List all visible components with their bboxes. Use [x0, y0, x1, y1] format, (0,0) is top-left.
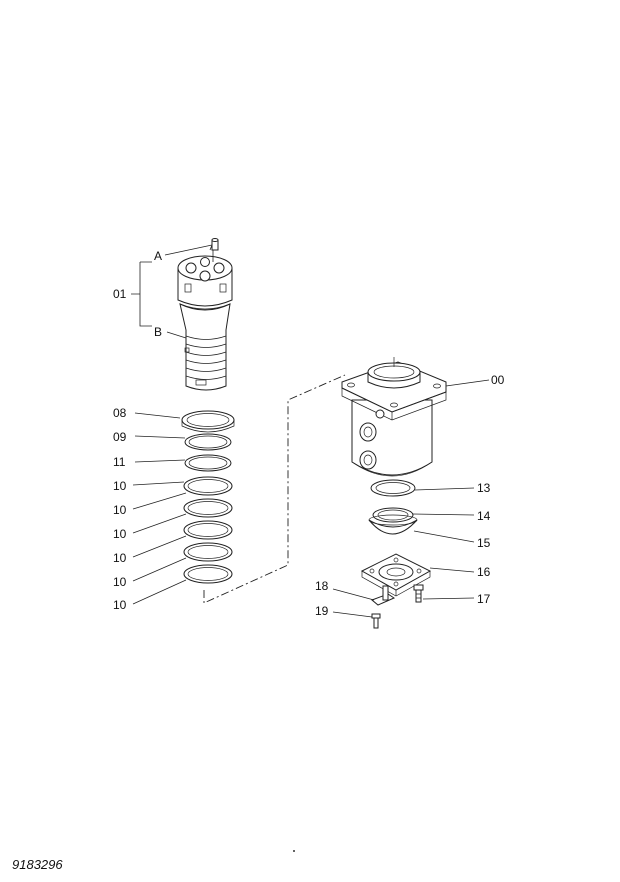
callout-A: A: [154, 249, 162, 263]
plate-18: [371, 585, 396, 606]
screw-19: [371, 613, 381, 629]
callout-19: 19: [315, 604, 329, 618]
callout-08: 08: [113, 406, 127, 420]
callout-00: 00: [491, 373, 505, 387]
callout-17: 17: [477, 592, 491, 606]
swivel-body: [341, 357, 447, 477]
leader-lines: [131, 244, 490, 618]
drawing-number: 9183296: [12, 857, 63, 872]
callout-10-2: 10: [113, 503, 127, 517]
callout-10-3: 10: [113, 527, 127, 541]
callout-09: 09: [113, 430, 127, 444]
callout-labels: A 01 B 08 09 11 10 10 10 10 10 10 00 13 …: [113, 249, 505, 618]
callout-18: 18: [315, 579, 329, 593]
callout-10-6: 10: [113, 598, 127, 612]
callout-10-4: 10: [113, 551, 127, 565]
o-ring-13: [370, 479, 416, 497]
cup-15: [368, 514, 418, 535]
spindle-assembly: [177, 238, 233, 391]
callout-14: 14: [477, 509, 491, 523]
callout-16: 16: [477, 565, 491, 579]
callout-15: 15: [477, 536, 491, 550]
bolt-17: [413, 584, 424, 603]
callout-11: 11: [113, 455, 126, 469]
callout-13: 13: [477, 481, 491, 495]
callout-10-1: 10: [113, 479, 127, 493]
callout-10-5: 10: [113, 575, 127, 589]
seal-ring-stack: [181, 410, 235, 584]
cover-16: [360, 553, 432, 597]
assembly-path: [203, 374, 346, 604]
stray-dot: [293, 850, 295, 852]
callout-B: B: [154, 325, 162, 339]
callout-01: 01: [113, 287, 127, 301]
